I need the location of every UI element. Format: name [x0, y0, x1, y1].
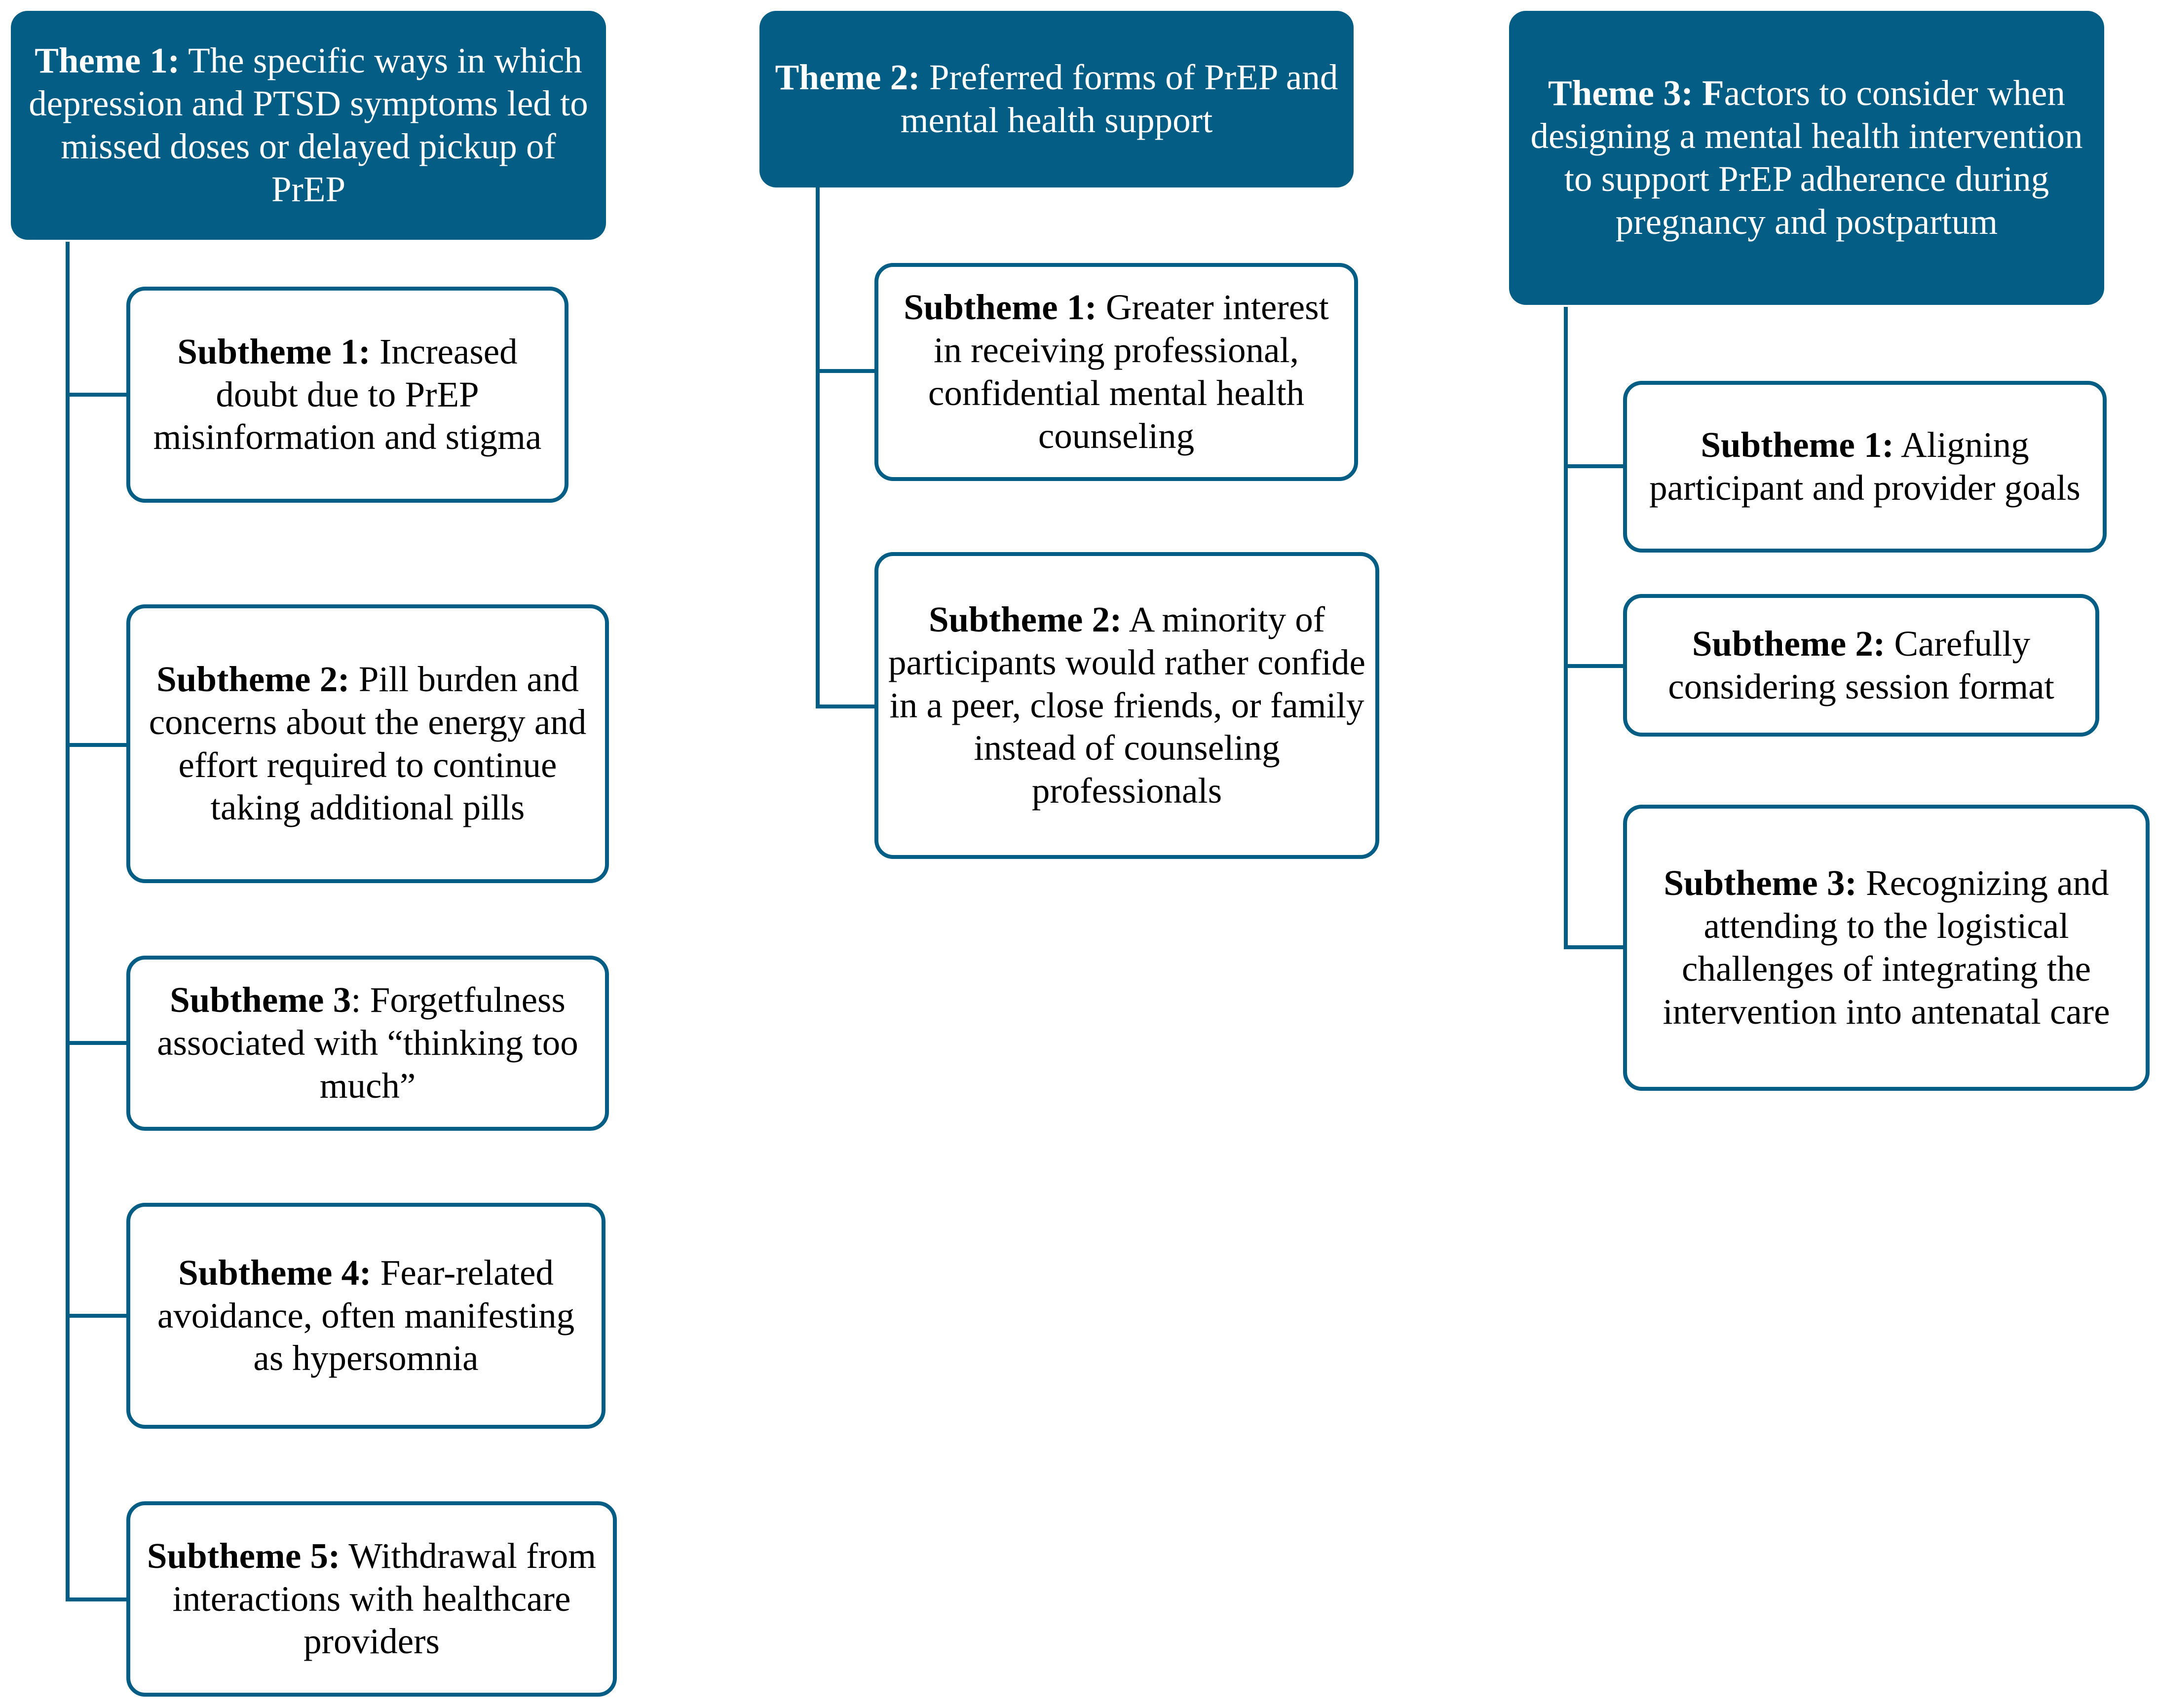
theme-1-subtheme-5: Subtheme 5: Withdrawal from interactions… — [126, 1501, 617, 1697]
subtheme-text: Subtheme 2: Carefully considering sessio… — [1668, 623, 2054, 706]
theme-2-subtheme-2: Subtheme 2: A minority of participants w… — [874, 552, 1379, 859]
subtheme-text: Subtheme 2: A minority of participants w… — [888, 599, 1365, 811]
theme-2-subtheme-1: Subtheme 1: Greater interest in receivin… — [874, 263, 1358, 481]
theme-1-subtheme-3: Subtheme 3: Forgetfulness associated wit… — [126, 956, 609, 1131]
theme-3-box: Theme 3: Factors to consider when design… — [1509, 11, 2104, 305]
subtheme-text: Subtheme 3: Forgetfulness associated wit… — [157, 980, 578, 1106]
subtheme-text: Subtheme 1: Aligning participant and pro… — [1649, 425, 2081, 508]
subtheme-text: Subtheme 4: Fear-related avoidance, ofte… — [157, 1252, 575, 1378]
theme-2-box: Theme 2: Preferred forms of PrEP and men… — [759, 11, 1354, 187]
theme-1-subtheme-2: Subtheme 2: Pill burden and concerns abo… — [126, 604, 609, 883]
subtheme-text: Subtheme 1: Increased doubt due to PrEP … — [153, 331, 542, 457]
subtheme-text: Subtheme 1: Greater interest in receivin… — [904, 287, 1329, 456]
theme-3-subtheme-2: Subtheme 2: Carefully considering sessio… — [1623, 594, 2099, 737]
theme-3-subtheme-1: Subtheme 1: Aligning participant and pro… — [1623, 381, 2107, 553]
theme-2-text: Theme 2: Preferred forms of PrEP and men… — [775, 57, 1338, 140]
subtheme-text: Subtheme 5: Withdrawal from interactions… — [147, 1535, 597, 1662]
theme-1-subtheme-1: Subtheme 1: Increased doubt due to PrEP … — [126, 287, 568, 503]
theme-3-subtheme-3: Subtheme 3: Recognizing and attending to… — [1623, 805, 2150, 1091]
theme-1-text: Theme 1: The specific ways in which depr… — [29, 40, 588, 209]
subtheme-text: Subtheme 3: Recognizing and attending to… — [1663, 863, 2110, 1032]
theme-1-subtheme-4: Subtheme 4: Fear-related avoidance, ofte… — [126, 1203, 605, 1429]
theme-1-box: Theme 1: The specific ways in which depr… — [11, 11, 606, 240]
theme-3-text: Theme 3: Factors to consider when design… — [1530, 73, 2083, 242]
subtheme-text: Subtheme 2: Pill burden and concerns abo… — [149, 659, 587, 828]
